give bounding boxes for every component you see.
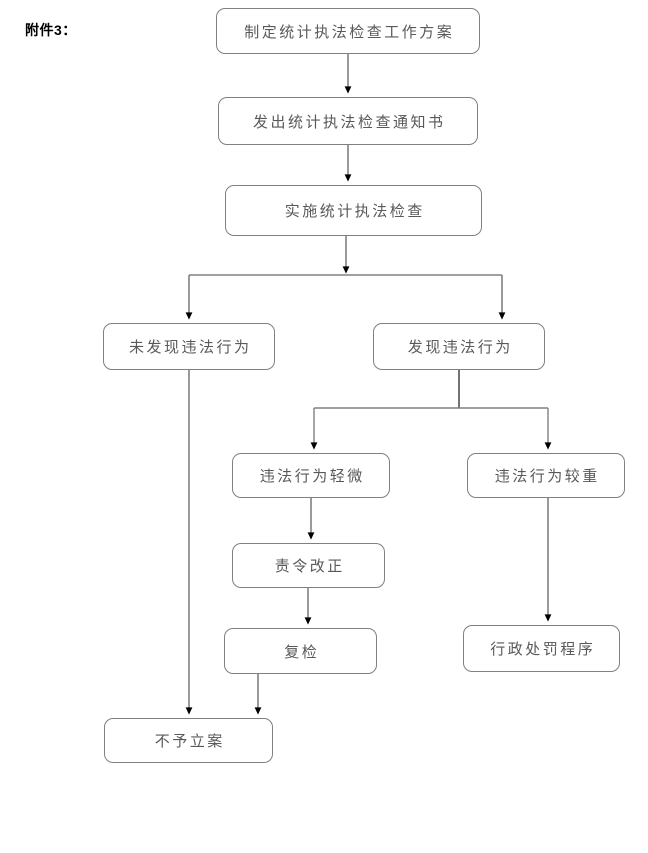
node-no-violation-found[interactable]: 未发现违法行为 <box>103 323 275 370</box>
node-plan[interactable]: 制定统计执法检查工作方案 <box>216 8 480 54</box>
node-violation-found[interactable]: 发现违法行为 <box>373 323 545 370</box>
edge-split-bar-level2 <box>310 407 552 450</box>
edge-split-bar-level1 <box>185 274 506 320</box>
node-notice[interactable]: 发出统计执法检查通知书 <box>218 97 478 145</box>
node-administrative-penalty[interactable]: 行政处罚程序 <box>463 625 620 672</box>
node-order-correction[interactable]: 责令改正 <box>232 543 385 588</box>
node-no-case-filed[interactable]: 不予立案 <box>104 718 273 763</box>
node-recheck[interactable]: 复检 <box>224 628 377 674</box>
node-violation-minor[interactable]: 违法行为轻微 <box>232 453 390 498</box>
node-violation-serious[interactable]: 违法行为较重 <box>467 453 625 498</box>
node-inspect[interactable]: 实施统计执法检查 <box>225 185 482 236</box>
attachment-label: 附件3： <box>25 22 77 38</box>
